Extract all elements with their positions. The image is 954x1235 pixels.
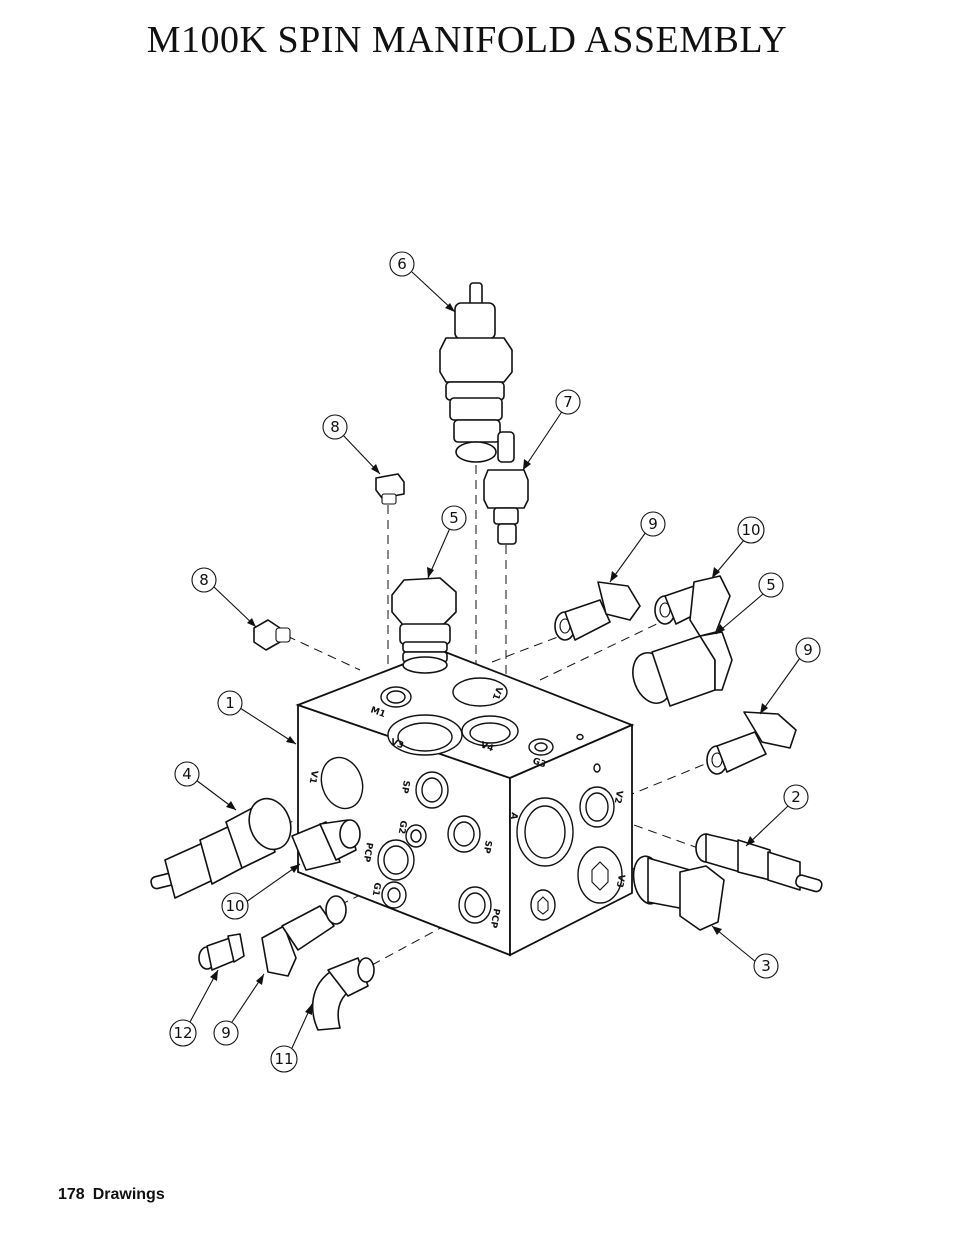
- svg-text:8: 8: [330, 418, 340, 436]
- callout-4: 4: [174, 761, 200, 787]
- callout-6: 6: [389, 251, 415, 277]
- svg-text:9: 9: [648, 515, 658, 533]
- page-title: M100K SPIN MANIFOLD ASSEMBLY: [146, 19, 788, 61]
- port-label-g1: G1: [370, 881, 382, 896]
- port-label-v3-top: V3: [389, 737, 405, 751]
- callout-10-upper: 10: [737, 516, 765, 544]
- callout-leaders: [189, 271, 801, 1049]
- port-label-g2: G2: [396, 819, 408, 834]
- svg-text:7: 7: [563, 393, 573, 411]
- part-3-hex-plug: [632, 855, 725, 931]
- callout-3: 3: [753, 953, 779, 979]
- svg-text:2: 2: [791, 788, 801, 806]
- callout-9-right: 9: [795, 637, 821, 663]
- svg-text:4: 4: [182, 765, 192, 783]
- svg-text:1: 1: [225, 694, 235, 712]
- part-9-elbow-lower: [261, 895, 347, 977]
- callout-5-right: 5: [758, 572, 784, 598]
- part-5-hex-plug-top: [391, 577, 457, 674]
- port-label-sp-1: SP: [399, 779, 411, 794]
- callout-10-lower: 10: [221, 892, 249, 920]
- callout-11: 11: [270, 1045, 298, 1073]
- page-number: 178: [58, 1186, 85, 1203]
- callout-8-top: 8: [322, 414, 348, 440]
- part-9-elbow-right: [706, 711, 797, 775]
- svg-text:9: 9: [221, 1024, 231, 1042]
- part-9-elbow-upper: [554, 581, 641, 641]
- svg-text:11: 11: [274, 1050, 293, 1068]
- callout-12: 12: [169, 1019, 197, 1047]
- port-label-a: A: [508, 811, 519, 820]
- part-11-swivel-elbow: [311, 957, 375, 1031]
- callout-8-left: 8: [191, 567, 217, 593]
- manifold-block: M1 V1 V3 V4 G3 V1 SP G2 PCP SP G1 PCP A …: [295, 649, 635, 957]
- port-label-pcp-2: PCP: [488, 907, 501, 929]
- section-name: Drawings: [92, 1186, 165, 1203]
- svg-text:12: 12: [173, 1024, 192, 1042]
- callout-5-top: 5: [441, 505, 467, 531]
- part-10-elbow-left: [291, 819, 361, 871]
- port-label-m1: M1: [369, 705, 387, 720]
- part-10-elbow-upper: [654, 575, 731, 637]
- svg-text:3: 3: [761, 957, 771, 975]
- svg-text:5: 5: [766, 576, 776, 594]
- part-4-fitting: [150, 797, 292, 899]
- svg-text:6: 6: [397, 255, 407, 273]
- callout-9-upper: 9: [640, 511, 666, 537]
- callout-2: 2: [783, 784, 809, 810]
- part-8-plug-left: [253, 619, 291, 651]
- part-2-fitting: [695, 833, 823, 893]
- port-label-sp-2: SP: [481, 839, 493, 854]
- page-footer: 178 Drawings: [58, 1186, 165, 1204]
- svg-text:10: 10: [225, 897, 244, 915]
- part-8-plug-top: [375, 473, 405, 505]
- part-5-hex-plug-right: [632, 631, 733, 707]
- part-12-adapter: [198, 933, 245, 971]
- port-label-left-v1: V1: [307, 769, 319, 784]
- callout-9-lower: 9: [213, 1020, 239, 1046]
- port-label-v3-right: V3: [614, 873, 626, 888]
- callout-1: 1: [217, 690, 243, 716]
- part-7-cartridge: [483, 431, 529, 545]
- svg-text:8: 8: [199, 571, 209, 589]
- port-label-v4: V4: [479, 740, 495, 754]
- svg-text:10: 10: [741, 521, 760, 539]
- port-label-g3: G3: [531, 756, 547, 770]
- callout-7: 7: [555, 389, 581, 415]
- part-6-cartridge-valve: [439, 282, 513, 463]
- svg-text:9: 9: [803, 641, 813, 659]
- svg-text:5: 5: [449, 509, 459, 527]
- port-label-pcp-1: PCP: [361, 841, 374, 863]
- port-label-top-v1: V1: [490, 685, 504, 701]
- port-label-v2: V2: [612, 789, 624, 804]
